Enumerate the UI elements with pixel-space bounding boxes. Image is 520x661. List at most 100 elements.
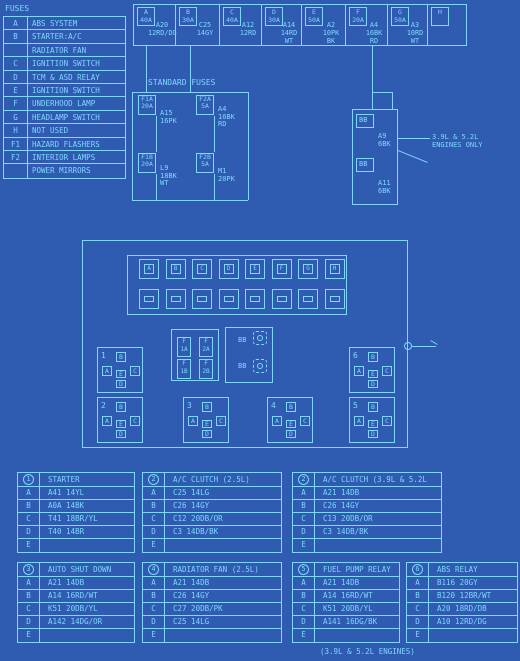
legend-desc: IGNITION SWITCH	[32, 85, 100, 95]
block-fuse-label: D	[223, 264, 234, 274]
block-fuse-slot-inner	[144, 296, 154, 302]
bb-wire-2: A11 6BK	[378, 179, 391, 195]
relay-table-wire: C13 20DB/OR	[323, 514, 373, 523]
relay-table-pin: D	[18, 616, 40, 628]
relay-table-pin: A	[407, 577, 429, 589]
relay-pin: A	[354, 366, 364, 376]
legend-code: F2	[4, 150, 28, 164]
relay-pin: D	[368, 380, 378, 388]
relay-table-pin: C	[293, 603, 315, 615]
legend-desc: INTERIOR LAMPS	[32, 152, 96, 162]
relay-pin: A	[354, 416, 364, 426]
fuse-f2a-wire: A4 16BK RD	[218, 105, 235, 129]
relay-table-wire: K51 20DB/YL	[48, 604, 98, 613]
relay-pin: A	[188, 416, 198, 426]
strip-fuse-amp: 30A	[182, 16, 194, 24]
relay-table-pin: D	[143, 616, 165, 628]
relay-pin: C	[382, 366, 392, 376]
block-fuse-h: H	[324, 259, 345, 279]
relay-table-pin: B	[143, 590, 165, 602]
strip-fuse-amp: 20A	[352, 16, 364, 24]
legend-desc: IGNITION SWITCH	[32, 59, 100, 69]
bb-socket-1	[253, 331, 267, 345]
strip-fuse-letter: C	[230, 8, 234, 16]
block-fuse-slot	[218, 289, 239, 309]
block-fuse-b: B	[165, 259, 186, 279]
relay-table-wire: B116 20GY	[437, 578, 478, 587]
relay-table-wire: A21 14DB	[323, 578, 360, 587]
relay-table-pin: C	[143, 603, 165, 615]
strip-fuse-letter: B	[186, 8, 190, 16]
relay-table-pin: B	[407, 590, 429, 602]
block-fuse-slot	[139, 289, 159, 309]
strip-fuse-amp: 40A	[226, 16, 238, 24]
relay-table-row: C K51 20DB/YL	[293, 603, 399, 616]
relay-pin: A	[102, 366, 112, 376]
block-fuse-slot	[271, 289, 292, 309]
mini-fuse: F 1A	[177, 337, 191, 357]
relay-pin: C	[300, 416, 310, 426]
legend-desc: TCM & ASD RELAY	[32, 72, 100, 82]
bb-wire-1: A9 6BK	[378, 132, 391, 148]
relay-pin: E	[286, 420, 296, 428]
relay-number: 3	[187, 401, 192, 410]
strip-fuse-amp: 40A	[140, 16, 152, 24]
relay-pin: E	[202, 420, 212, 428]
relay-table-number: 6	[407, 563, 429, 576]
strip-fuse-amp: 50A	[308, 16, 320, 24]
block-fuse-slot-inner	[197, 296, 207, 302]
fuse-f2a	[196, 95, 214, 115]
relay-table-wire: A141 16DG/BK	[323, 617, 378, 626]
relay-table-wire: K51 20DB/YL	[323, 604, 373, 613]
relay-table-wire: C27 20DB/PK	[173, 604, 223, 613]
relay-table-pin: E	[407, 629, 429, 642]
strip-wire: A20 12RD/DG	[148, 21, 177, 37]
relay-table-pin: B	[143, 500, 165, 512]
legend-code: H	[4, 124, 28, 137]
fuse-f1a	[138, 95, 156, 115]
relay-table-wire: B120 12BR/WT	[437, 591, 492, 600]
block-fuse-label: A	[144, 264, 154, 274]
legend-desc: NOT USED	[32, 126, 69, 136]
relay-table-wire: C26 14GY	[323, 501, 360, 510]
relay-table-wire: A21 14DB	[48, 578, 85, 587]
relay-pin: B	[116, 402, 126, 412]
legend-row: RADIATOR FAN	[4, 43, 125, 58]
relay-table-wire: A14 16RD/WT	[323, 591, 373, 600]
block-fuse-e: E	[245, 259, 265, 279]
relay-table-pin: B	[18, 590, 40, 602]
relay-table-pin: C	[293, 513, 315, 525]
footer-note: (3.9L & 5.2L ENGINES)	[320, 647, 415, 656]
block-fuse-slot-inner	[303, 296, 313, 302]
legend-code: F	[4, 97, 28, 110]
legend-code: B	[4, 30, 28, 43]
relay-table-row: E	[407, 629, 517, 642]
